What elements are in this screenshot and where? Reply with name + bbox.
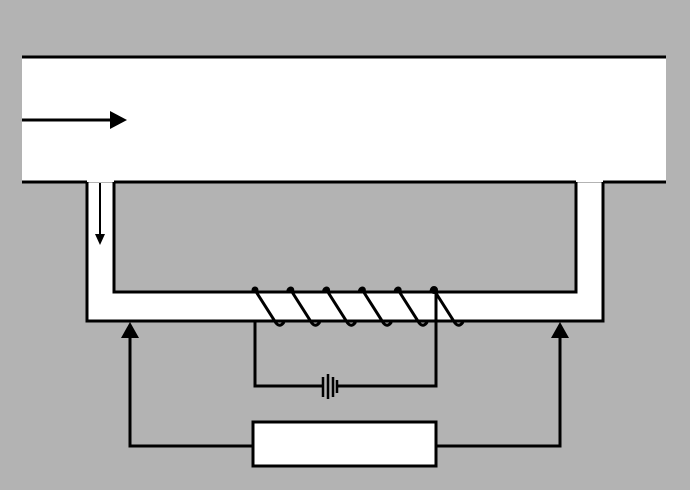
bypass-flow-arrow — [95, 183, 105, 245]
bypass-tube-inner-wall — [112, 182, 578, 294]
measurement-circuit — [128, 336, 562, 448]
meter-box — [251, 420, 438, 468]
battery-circuit — [253, 290, 438, 388]
main-pipe — [22, 57, 666, 182]
coil-turn-top — [287, 286, 295, 294]
coil — [251, 286, 465, 327]
coil-turn-top — [394, 286, 402, 294]
sensor-arrow-right — [551, 322, 569, 338]
coil-turn — [432, 289, 465, 327]
coil-turn-top — [358, 286, 366, 294]
sensor-arrow-left — [121, 322, 139, 338]
coil-turn-top — [251, 286, 259, 294]
main-flow-arrow — [22, 111, 127, 129]
battery-icon — [321, 374, 339, 399]
coil-turn-top — [323, 286, 331, 294]
